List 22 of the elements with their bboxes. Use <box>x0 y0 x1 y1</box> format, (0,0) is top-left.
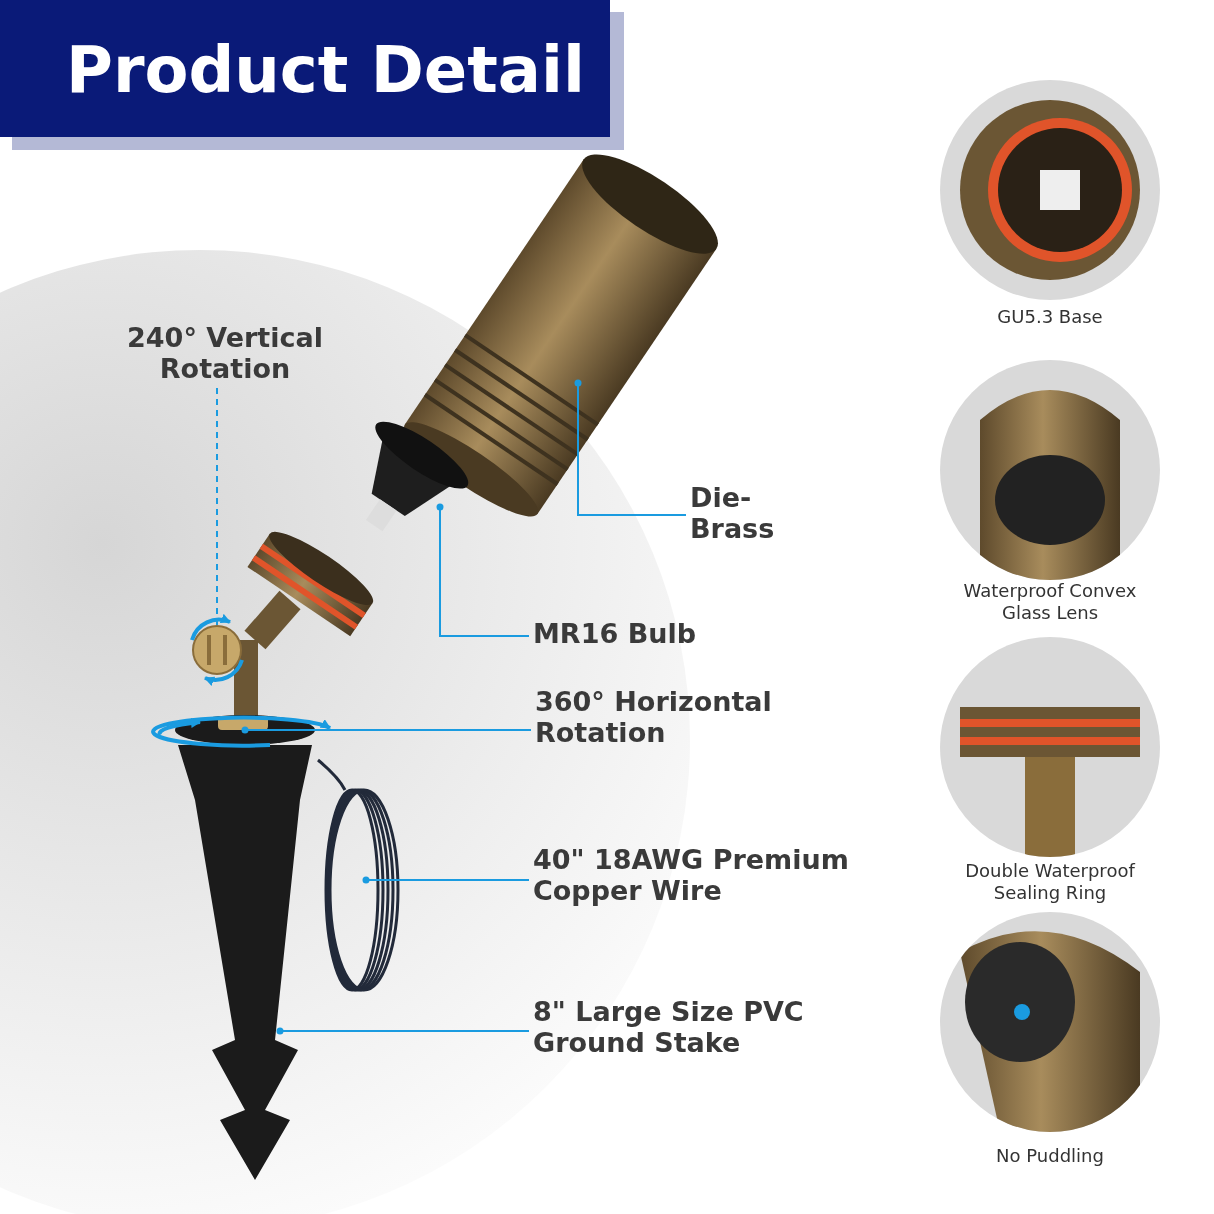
leader-line <box>241 726 532 734</box>
ground-stake <box>178 745 312 1180</box>
leader-line <box>216 387 218 627</box>
wire-coil <box>317 758 400 992</box>
callout-label: 240° Vertical Rotation <box>95 322 355 384</box>
photo-caption: Double Waterproof Sealing Ring <box>964 860 1137 904</box>
photo-caption: GU5.3 Base <box>996 306 1104 328</box>
photo-caption: No Puddling <box>995 1145 1105 1167</box>
leader-line <box>574 379 687 516</box>
led-bulb <box>365 421 469 532</box>
rotation-knob <box>192 625 242 675</box>
photo-caption: Waterproof Convex Glass Lens <box>962 580 1138 624</box>
callout-label: 8" Large Size PVC Ground Stake <box>533 996 873 1058</box>
callout-label: Die- Brass <box>690 482 810 544</box>
title: Product Detail <box>66 32 585 109</box>
leader-line <box>362 876 530 884</box>
leader-line <box>276 1027 530 1035</box>
stake-top <box>175 715 315 745</box>
callout-label: 360° Horizontal Rotation <box>535 686 835 748</box>
callout-label: 40" 18AWG Premium Copper Wire <box>533 844 913 906</box>
callout-label: MR16 Bulb <box>533 618 753 649</box>
leader-line <box>436 503 530 637</box>
